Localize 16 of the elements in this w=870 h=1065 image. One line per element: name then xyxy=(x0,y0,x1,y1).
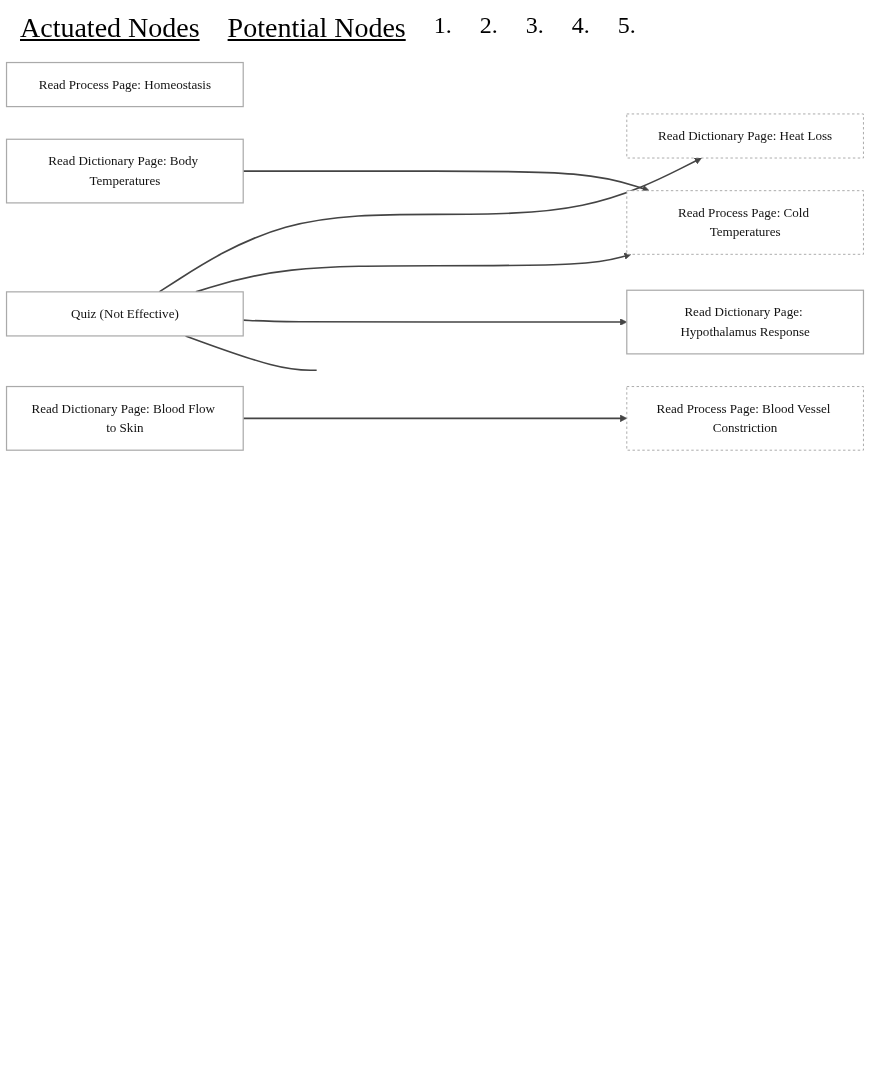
node-box: Read Dictionary Page: Heat Loss xyxy=(626,113,864,159)
node-box: Read Dictionary Page: Blood Flow to Skin xyxy=(5,385,244,451)
row-number: 4. xyxy=(571,12,590,40)
arrow xyxy=(158,157,702,293)
row-number: 5. xyxy=(617,12,636,40)
row-number: 3. xyxy=(525,12,544,40)
node-box: Read Dictionary Page: Hypothalamus Response xyxy=(626,289,865,355)
node-box: Read Process Page: Blood Vessel Constriction xyxy=(626,386,864,451)
node-box: Read Dictionary Page: Body Temperatures xyxy=(5,138,244,204)
node-box: Read Process Page: Cold Temperatures xyxy=(626,190,864,255)
node-box: Read Process Page: Homeostasis xyxy=(5,61,244,108)
row-number: 1. xyxy=(433,12,452,40)
node-box: Quiz (Not Effective) xyxy=(5,291,244,337)
row-number: 2. xyxy=(479,12,498,40)
column-heading: Potential Nodes xyxy=(227,12,406,44)
column-heading: Actuated Nodes xyxy=(20,12,200,44)
